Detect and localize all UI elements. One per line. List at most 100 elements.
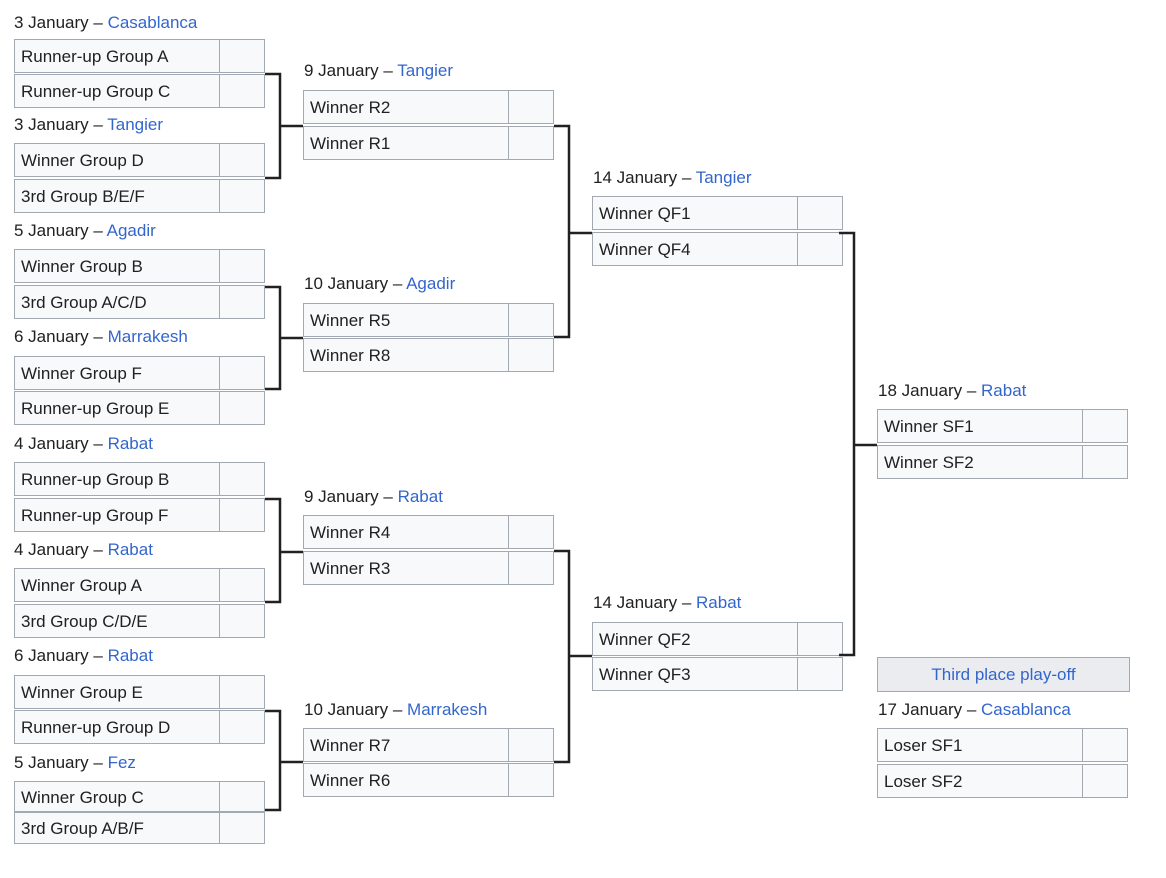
match-date: 17 January <box>878 700 963 719</box>
team-row: 3rd Group A/C/D <box>14 285 265 319</box>
venue-link[interactable]: Tangier <box>107 115 164 134</box>
match-date: 5 January <box>14 221 89 240</box>
separator: – <box>677 593 697 612</box>
sf-1-header: 14 January – Tangier <box>593 167 751 189</box>
score-cell <box>509 551 554 585</box>
venue-link[interactable]: Rabat <box>696 593 742 612</box>
separator: – <box>88 327 108 346</box>
team-name: Winner Group F <box>14 356 220 390</box>
team-name: Runner-up Group B <box>14 462 220 496</box>
venue-link[interactable]: Marrakesh <box>107 327 188 346</box>
team-name: 3rd Group A/C/D <box>14 285 220 319</box>
team-name: Winner SF2 <box>877 445 1083 479</box>
team-name: Winner QF2 <box>592 622 798 656</box>
team-name: Winner QF1 <box>592 196 798 230</box>
team-row: Runner-up Group A <box>14 39 265 73</box>
r16-2-header: 3 January – Tangier <box>14 114 163 136</box>
team-name: 3rd Group B/E/F <box>14 179 220 213</box>
match-date: 14 January <box>593 593 678 612</box>
r16-6-header: 4 January – Rabat <box>14 539 153 561</box>
match-date: 9 January <box>304 61 379 80</box>
r16-4-header: 6 January – Marrakesh <box>14 326 188 348</box>
match-date: 5 January <box>14 753 89 772</box>
match-date: 10 January <box>304 274 389 293</box>
score-cell <box>220 249 265 283</box>
score-cell <box>220 710 265 744</box>
venue-link[interactable]: Tangier <box>695 168 752 187</box>
venue-link[interactable]: Rabat <box>107 540 153 559</box>
score-cell <box>220 285 265 319</box>
match-date: 9 January <box>304 487 379 506</box>
venue-link[interactable]: Rabat <box>981 381 1027 400</box>
team-name: Winner QF3 <box>592 657 798 691</box>
team-name: Winner Group C <box>14 781 220 812</box>
venue-link[interactable]: Agadir <box>106 221 156 240</box>
connector-line <box>554 549 571 764</box>
score-cell <box>509 303 554 337</box>
venue-link[interactable]: Rabat <box>397 487 443 506</box>
team-row: Winner QF3 <box>592 657 843 691</box>
team-name: Loser SF2 <box>877 764 1083 798</box>
team-row: Winner QF4 <box>592 232 843 266</box>
venue-link[interactable]: Tangier <box>397 61 454 80</box>
score-cell <box>798 196 843 230</box>
separator: – <box>388 274 407 293</box>
team-row: Winner SF2 <box>877 445 1128 479</box>
score-cell <box>1083 409 1128 443</box>
separator: – <box>88 115 108 134</box>
sf-2-header: 14 January – Rabat <box>593 592 741 614</box>
venue-link[interactable]: Fez <box>107 753 136 772</box>
score-cell <box>220 356 265 390</box>
team-name: Winner Group D <box>14 143 220 177</box>
third-place-playoff-link[interactable]: Third place play-off <box>877 657 1130 692</box>
team-name: 3rd Group A/B/F <box>14 812 220 844</box>
team-row: Winner Group F <box>14 356 265 390</box>
team-row: Winner R5 <box>303 303 554 337</box>
qf-1-header: 9 January – Tangier <box>304 60 453 82</box>
team-name: Winner Group A <box>14 568 220 602</box>
r16-7-header: 6 January – Rabat <box>14 645 153 667</box>
connector-line <box>554 124 571 339</box>
team-row: Winner Group E <box>14 675 265 709</box>
score-cell <box>798 232 843 266</box>
team-row: Winner R3 <box>303 551 554 585</box>
venue-link[interactable]: Marrakesh <box>407 700 488 719</box>
score-cell <box>220 675 265 709</box>
score-cell <box>220 39 265 73</box>
match-date: 14 January <box>593 168 678 187</box>
r16-8-header: 5 January – Fez <box>14 752 136 774</box>
score-cell <box>220 498 265 532</box>
team-row: Winner Group B <box>14 249 265 283</box>
separator: – <box>388 700 408 719</box>
score-cell <box>509 763 554 797</box>
separator: – <box>88 13 108 32</box>
score-cell <box>509 338 554 372</box>
qf-2-header: 10 January – Agadir <box>304 273 455 295</box>
team-row: Winner Group A <box>14 568 265 602</box>
team-name: Winner R2 <box>303 90 509 124</box>
venue-link[interactable]: Rabat <box>107 646 153 665</box>
r16-3-header: 5 January – Agadir <box>14 220 156 242</box>
team-name: Runner-up Group C <box>14 74 220 108</box>
separator: – <box>962 381 982 400</box>
venue-link[interactable]: Agadir <box>406 274 456 293</box>
match-date: 4 January <box>14 434 89 453</box>
score-cell <box>220 179 265 213</box>
team-row: Winner Group D <box>14 143 265 177</box>
connector-line <box>265 72 282 180</box>
score-cell <box>220 812 265 844</box>
separator: – <box>962 700 982 719</box>
score-cell <box>220 143 265 177</box>
final-header: 18 January – Rabat <box>878 380 1026 402</box>
team-name: Runner-up Group F <box>14 498 220 532</box>
team-name: Winner Group B <box>14 249 220 283</box>
team-row: Winner R8 <box>303 338 554 372</box>
venue-link[interactable]: Rabat <box>107 434 153 453</box>
venue-link[interactable]: Casablanca <box>981 700 1071 719</box>
team-name: Winner Group E <box>14 675 220 709</box>
venue-link[interactable]: Casablanca <box>107 13 198 32</box>
score-cell <box>509 515 554 549</box>
team-row: 3rd Group C/D/E <box>14 604 265 638</box>
team-row: Runner-up Group E <box>14 391 265 425</box>
